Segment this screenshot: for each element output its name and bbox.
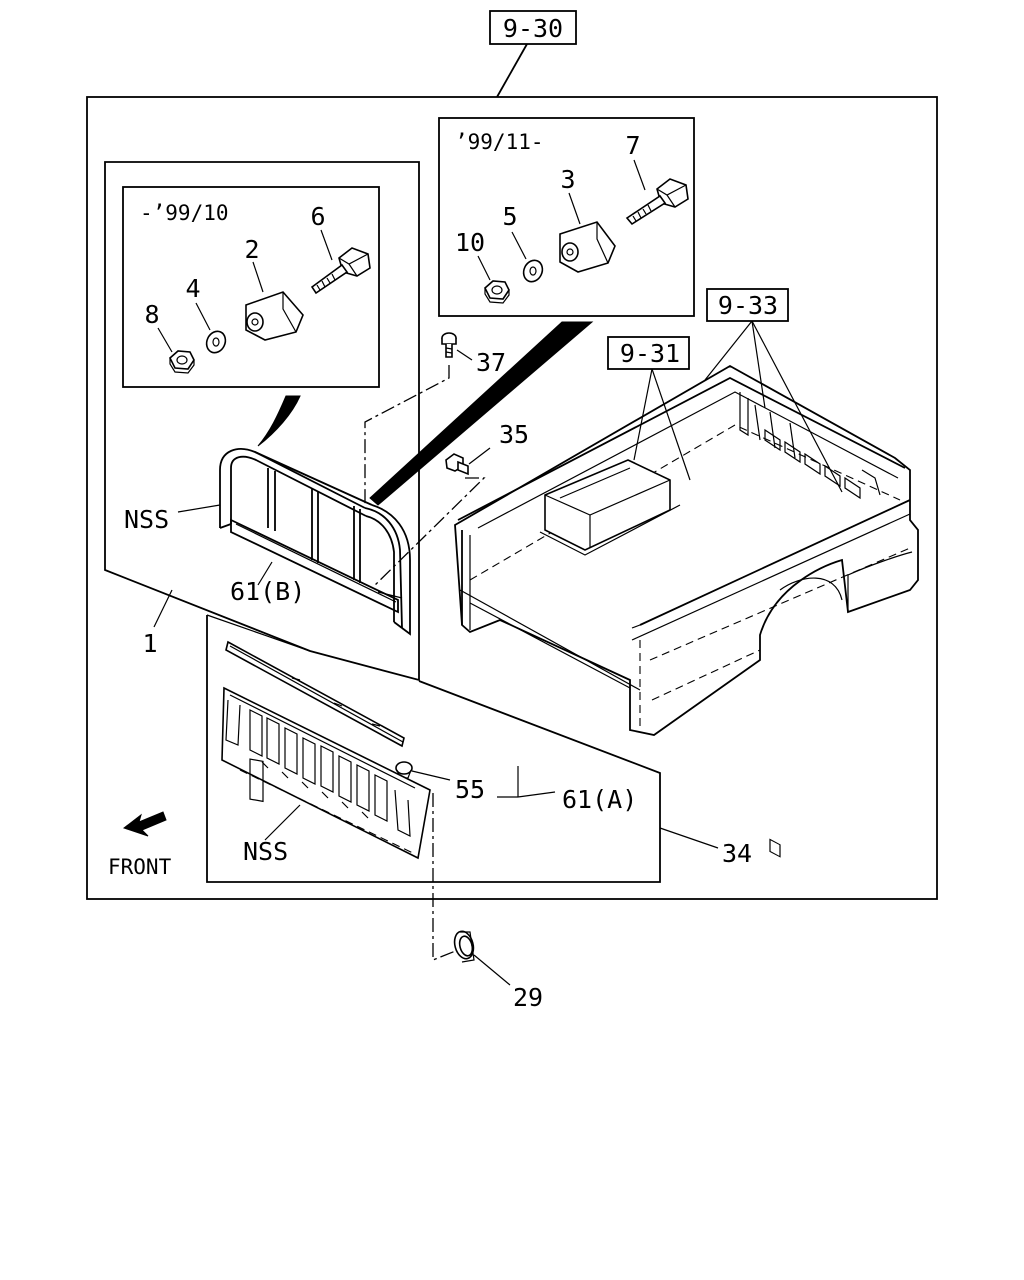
- callout-61a[interactable]: 61(A): [562, 785, 637, 814]
- nut-10-icon: [484, 280, 510, 304]
- svg-text:’99/11-: ’99/11-: [455, 130, 544, 154]
- callout-8[interactable]: 8: [144, 300, 159, 329]
- callout-3[interactable]: 3: [560, 165, 575, 194]
- subassembly-34-frame: [206, 615, 661, 883]
- callout-7[interactable]: 7: [625, 131, 640, 160]
- bracket-2-icon: [245, 291, 304, 341]
- leader-wedge-early: [257, 395, 301, 447]
- ref-9-33[interactable]: 9-33: [706, 288, 789, 322]
- callout-nss-rail[interactable]: NSS: [124, 505, 169, 534]
- leader-wedge-late: [369, 321, 594, 506]
- svg-text:-’99/10: -’99/10: [140, 201, 229, 225]
- callout-10[interactable]: 10: [455, 228, 485, 257]
- ref-9-30[interactable]: 9-30: [489, 10, 577, 45]
- bolt-7-icon: [625, 178, 689, 226]
- svg-text:9-30: 9-30: [503, 14, 563, 43]
- inset-late: ’99/11-: [438, 117, 695, 317]
- front-arrow-icon: [122, 811, 167, 837]
- rail-assembly: [219, 448, 411, 636]
- washer-4-icon: [205, 330, 227, 354]
- bolt-35-icon: [445, 453, 469, 476]
- nut-8-icon: [169, 350, 195, 374]
- callout-29[interactable]: 29: [513, 983, 543, 1012]
- main-frame: [86, 96, 938, 900]
- truck-bed: [454, 364, 919, 858]
- callout-37[interactable]: 37: [476, 348, 506, 377]
- svg-text:9-31: 9-31: [620, 339, 680, 368]
- callout-4[interactable]: 4: [185, 274, 200, 303]
- tailgate-protector: [221, 686, 431, 860]
- subassembly-1-frame: [104, 161, 420, 682]
- callout-34[interactable]: 34: [722, 839, 752, 868]
- washer-5-icon: [522, 259, 544, 283]
- inset-early: -’99/10: [122, 186, 380, 388]
- front-label: FRONT: [108, 855, 172, 879]
- bracket-3-icon: [559, 221, 616, 273]
- bolt-37-icon: [441, 332, 457, 358]
- bolt-6-icon: [310, 247, 371, 295]
- callout-nss-gate[interactable]: NSS: [243, 837, 288, 866]
- callout-61b[interactable]: 61(B): [230, 577, 305, 606]
- rod-61a-icon: [225, 640, 405, 748]
- callout-2[interactable]: 2: [244, 235, 259, 264]
- callout-35[interactable]: 35: [499, 420, 529, 449]
- callout-6[interactable]: 6: [310, 202, 325, 231]
- ref-9-31[interactable]: 9-31: [607, 336, 690, 370]
- callout-1[interactable]: 1: [142, 629, 157, 658]
- svg-text:9-33: 9-33: [718, 291, 778, 320]
- plug-29-icon: [453, 930, 475, 963]
- callout-5[interactable]: 5: [502, 202, 517, 231]
- callout-55[interactable]: 55: [455, 775, 485, 804]
